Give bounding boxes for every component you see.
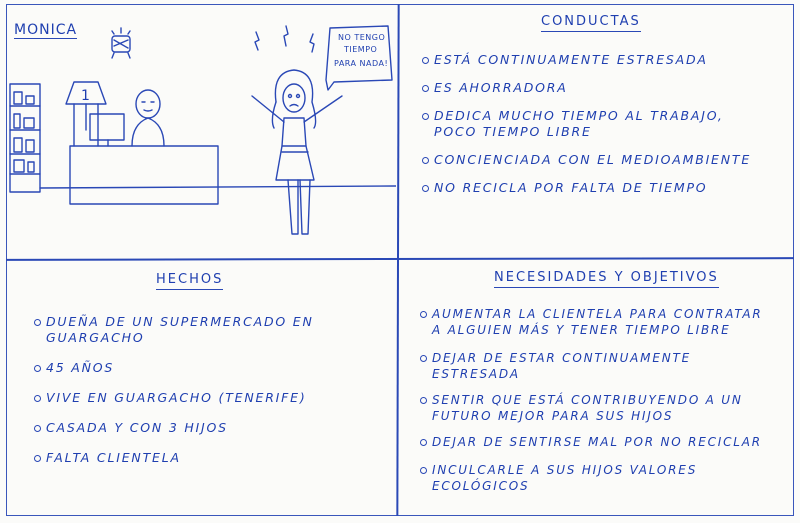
list-item: Está continuamente estresada bbox=[422, 52, 782, 68]
persona-illustration: 1 No tengo tiempo para nada! bbox=[9, 25, 396, 235]
sign-number: 1 bbox=[81, 88, 90, 104]
hechos-title: Hechos bbox=[156, 272, 224, 290]
checkout-sign-icon bbox=[65, 81, 107, 147]
speech-bubble-icon bbox=[325, 25, 393, 91]
list-item: Aumentar la clientela para contratar a a… bbox=[420, 306, 772, 338]
conductas-title-text: Conductas bbox=[541, 14, 641, 32]
store-logo-icon bbox=[111, 27, 131, 59]
list-item: Inculcarle a sus hijos valores ecológico… bbox=[420, 462, 762, 494]
list-item: Dejar de sentirse mal por no reciclar bbox=[420, 434, 782, 450]
list-item: Es ahorradora bbox=[422, 80, 782, 96]
list-item: Concienciada con el medioambiente bbox=[422, 152, 782, 168]
list-item: 45 años bbox=[34, 360, 384, 376]
cashier-figure-icon bbox=[131, 89, 165, 147]
necesidades-title-text: Necesidades y objetivos bbox=[494, 270, 719, 288]
persona-name: Monica bbox=[14, 22, 78, 39]
speech-line-2: tiempo bbox=[343, 45, 377, 54]
list-item: Sentir que está contribuyendo a un futur… bbox=[420, 392, 762, 424]
stressed-woman-icon bbox=[251, 69, 343, 235]
speech-line-1: No tengo bbox=[338, 33, 385, 42]
hechos-list: Dueña de un supermercado en Guargacho 45… bbox=[34, 314, 384, 466]
hechos-title-text: Hechos bbox=[156, 272, 224, 290]
list-item: Casada y con 3 hijos bbox=[34, 420, 384, 436]
list-item: No recicla por falta de tiempo bbox=[422, 180, 782, 196]
conductas-title: Conductas bbox=[541, 14, 641, 32]
list-item: Dedica mucho tiempo al trabajo, poco tie… bbox=[422, 108, 754, 140]
necesidades-list: Aumentar la clientela para contratar a a… bbox=[420, 306, 782, 494]
counter-icon bbox=[69, 145, 219, 205]
list-item: Falta clientela bbox=[34, 450, 384, 466]
necesidades-title: Necesidades y objetivos bbox=[494, 270, 719, 288]
cash-register-icon bbox=[89, 113, 125, 147]
persona-name-text: Monica bbox=[14, 22, 78, 39]
speech-line-3: para nada! bbox=[334, 59, 388, 68]
list-item: Dueña de un supermercado en Guargacho bbox=[34, 314, 384, 346]
list-item: Dejar de estar continuamente estresada bbox=[420, 350, 782, 382]
conductas-list: Está continuamente estresada Es ahorrado… bbox=[422, 52, 782, 196]
shelves-icon bbox=[9, 83, 41, 193]
list-item: Vive en Guargacho (Tenerife) bbox=[34, 390, 384, 406]
